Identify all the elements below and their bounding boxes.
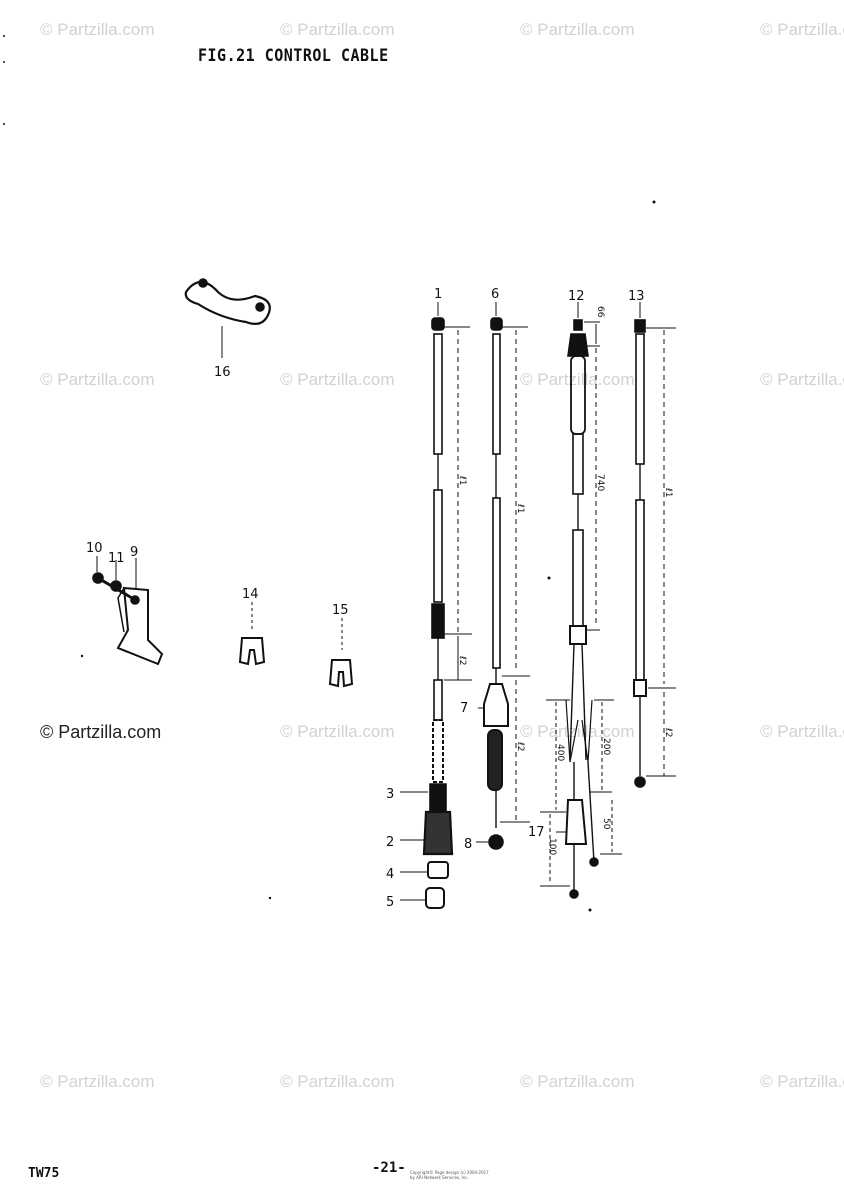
watermark: © Partzilla.com <box>280 1072 395 1091</box>
callout-17: 17 <box>528 825 545 840</box>
callout-3: 3 <box>386 787 394 802</box>
callout-13: 13 <box>628 289 645 304</box>
dimension-l1: ℓ1 <box>515 503 525 513</box>
copyright-notice: Copyright© Page design (c) 2004-2017 by … <box>410 1170 489 1180</box>
watermark: © Partzilla.com <box>520 722 635 741</box>
part-16-clamp <box>184 278 271 358</box>
page-number: -21- <box>372 1160 406 1176</box>
dimension-740: 740 <box>595 474 605 491</box>
watermark: © Partzilla.com <box>760 722 844 741</box>
callout-8: 8 <box>464 837 472 852</box>
callout-6: 6 <box>491 287 499 302</box>
callout-1: 1 <box>434 287 442 302</box>
dimension-66: 66 <box>595 306 605 318</box>
part-9-bracket <box>92 556 164 666</box>
callout-7: 7 <box>460 701 468 716</box>
model-code: TW75 <box>28 1166 60 1181</box>
watermark: © Partzilla.com <box>280 20 395 39</box>
dimension-200: 200 <box>601 738 611 755</box>
dimension-l2: ℓ2 <box>663 727 673 737</box>
watermark: © Partzilla.com <box>760 370 844 389</box>
callout-5: 5 <box>386 895 394 910</box>
watermark: © Partzilla.com <box>40 370 155 389</box>
cable-1-throttle <box>400 302 472 909</box>
dimension-100: 100 <box>547 838 557 855</box>
callout-2: 2 <box>386 835 394 850</box>
watermark: © Partzilla.com <box>520 1072 635 1091</box>
watermark: © Partzilla.com <box>520 20 635 39</box>
callout-16: 16 <box>214 365 231 380</box>
watermark: © Partzilla.com <box>280 370 395 389</box>
callout-14: 14 <box>242 587 259 602</box>
callout-4: 4 <box>386 867 394 882</box>
figure-title: FIG.21 CONTROL CABLE <box>198 44 389 66</box>
cable-6-clutch <box>476 302 530 850</box>
watermark: © Partzilla.com <box>40 722 162 742</box>
cable-13-speedometer <box>633 302 676 788</box>
dimension-400: 400 <box>555 744 565 761</box>
watermark: © Partzilla.com <box>280 722 395 741</box>
callout-12: 12 <box>568 289 585 304</box>
watermark: © Partzilla.com <box>40 1072 155 1091</box>
dimension-l2: ℓ2 <box>457 655 467 665</box>
dimension-l1: ℓ1 <box>663 487 673 497</box>
watermark: © Partzilla.com <box>760 20 844 39</box>
callout-15: 15 <box>332 603 349 618</box>
watermark: © Partzilla.com <box>760 1072 844 1091</box>
callout-11: 11 <box>108 551 125 566</box>
callout-9: 9 <box>130 545 138 560</box>
dimension-50: 50 <box>601 818 611 830</box>
callout-10: 10 <box>86 541 103 556</box>
part-15-clip <box>328 618 354 688</box>
part-14-clip <box>238 602 266 666</box>
watermark: © Partzilla.com <box>40 20 155 39</box>
watermark: © Partzilla.com <box>520 370 635 389</box>
cable-12-brake <box>540 302 622 899</box>
dimension-l2: ℓ2 <box>515 741 525 751</box>
dimension-l1: ℓ1 <box>457 475 467 485</box>
